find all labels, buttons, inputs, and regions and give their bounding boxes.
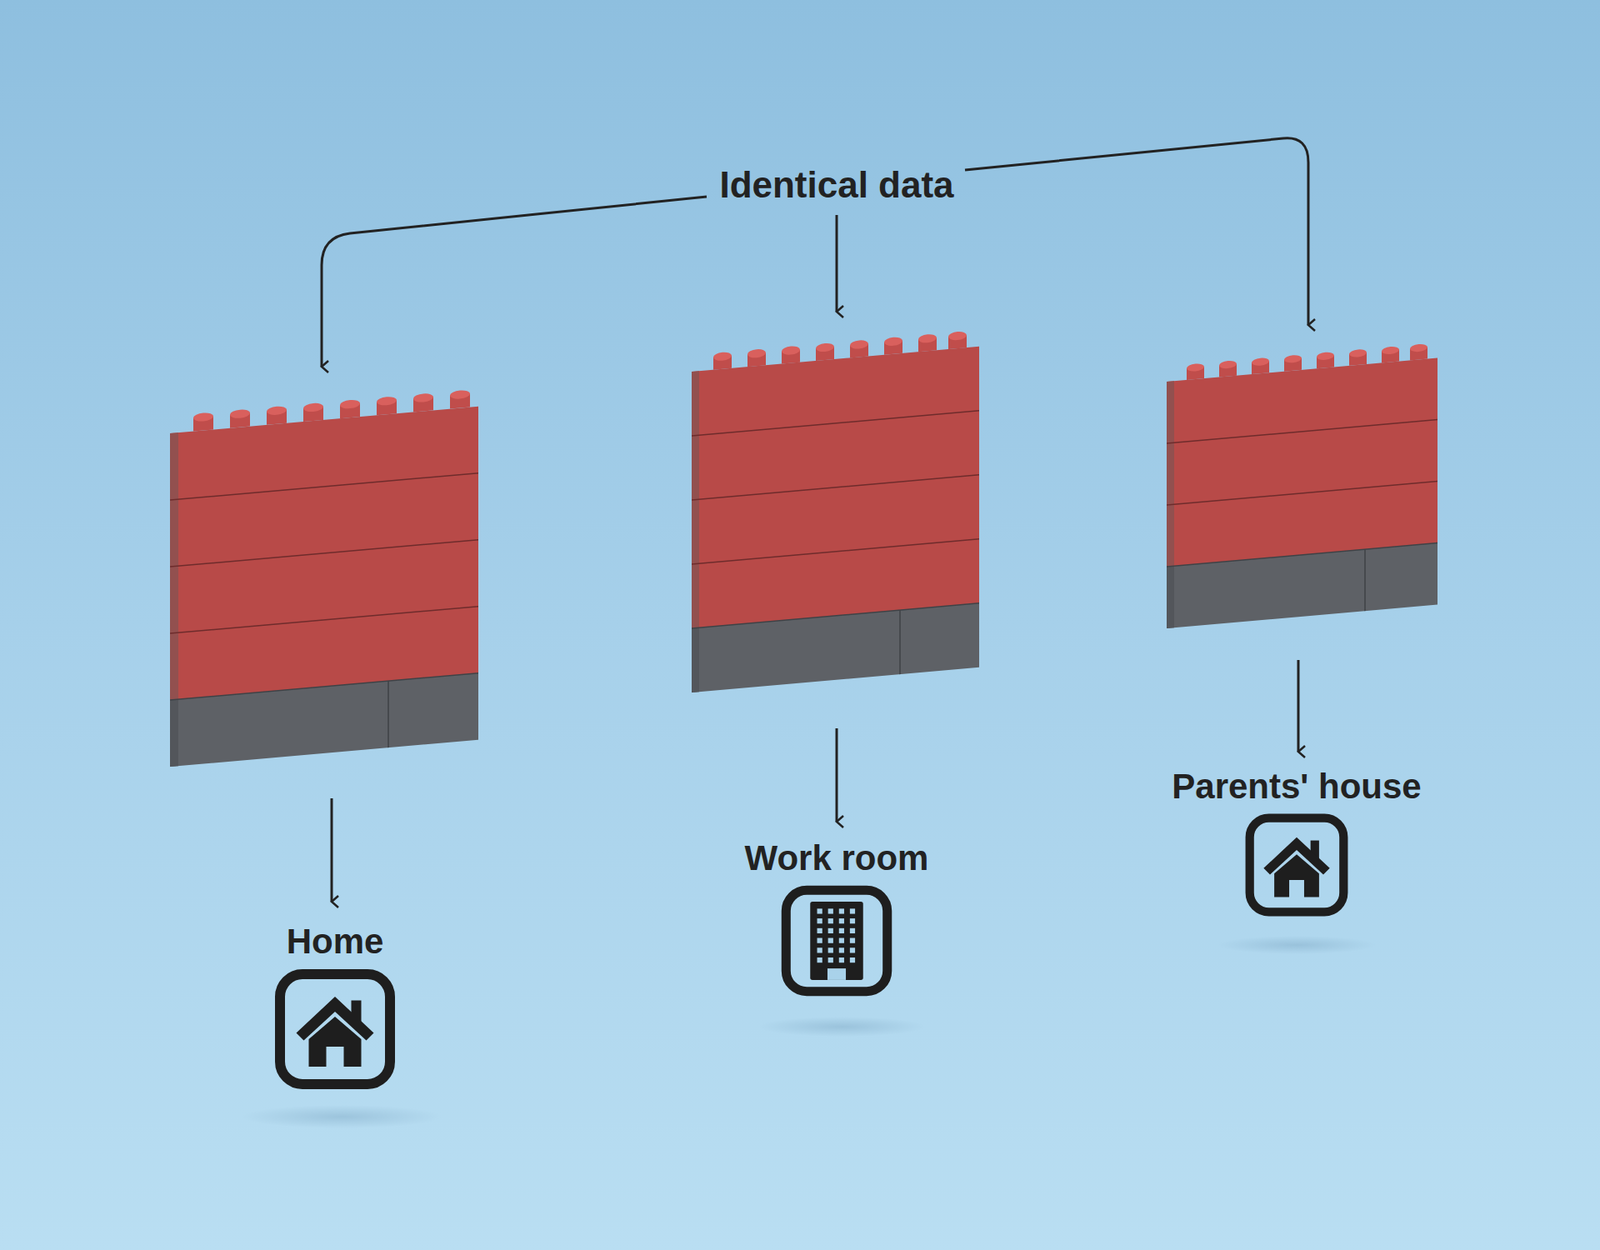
- brick-stack: [1166, 342, 1438, 629]
- shadow: [241, 1105, 442, 1129]
- heading-label: Identical data: [714, 164, 959, 207]
- shadow: [1217, 935, 1376, 955]
- building-icon: [779, 883, 895, 999]
- bracket: [321, 138, 1309, 367]
- place-label: Work room: [741, 838, 933, 879]
- place-label: Parents' house: [1168, 766, 1425, 807]
- house-icon: [1243, 811, 1350, 919]
- shadow: [758, 1016, 925, 1037]
- brick-stack: [170, 389, 479, 767]
- house-icon: [272, 966, 398, 1092]
- place-node: Work room: [741, 838, 933, 999]
- place-label: Home: [283, 921, 388, 962]
- place-node: Parents' house: [1168, 766, 1425, 919]
- brick-stack: [691, 330, 980, 693]
- place-node: Home: [272, 921, 398, 1092]
